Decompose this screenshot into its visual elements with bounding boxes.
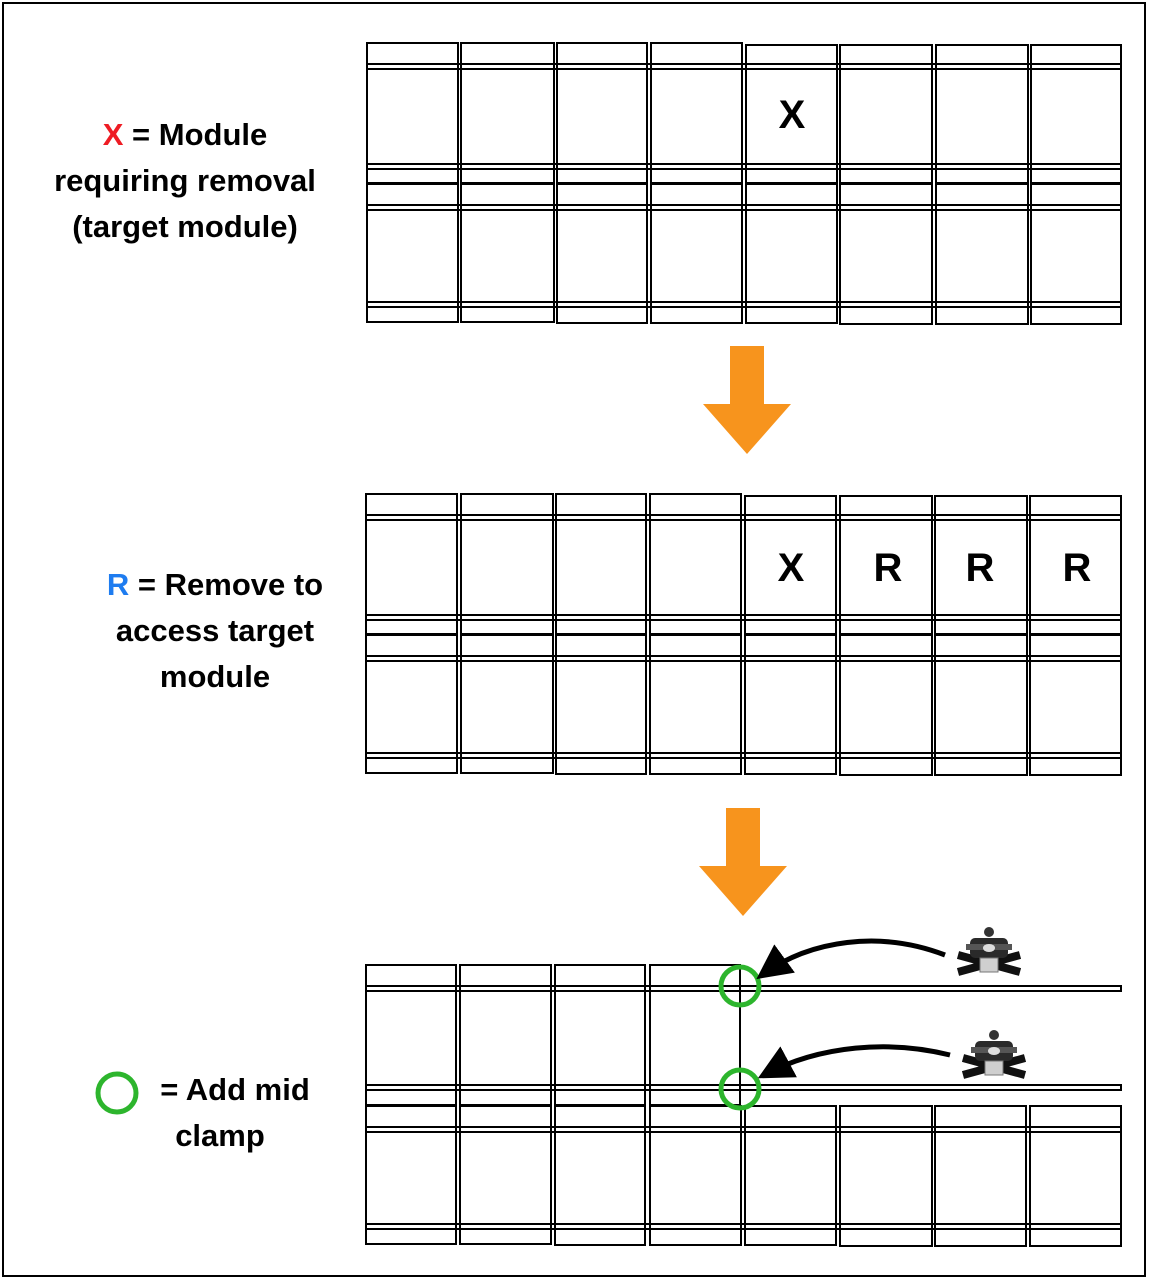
mid-clamp-icon xyxy=(961,1030,1027,1079)
target-module-mark: X xyxy=(779,93,806,137)
legend-target-module: X = Module requiring removal (target mod… xyxy=(54,117,316,244)
down-arrow-icon xyxy=(699,808,787,916)
target-module-mark: X xyxy=(778,546,805,590)
remove-module-mark: R xyxy=(1063,546,1092,590)
rail-top xyxy=(739,985,1122,992)
mid-clamp-icon xyxy=(956,927,1022,976)
remove-module-mark: R xyxy=(966,546,995,590)
module-row-bottom xyxy=(365,634,1122,776)
legend-x-symbol: X xyxy=(102,117,124,152)
rail-bottom xyxy=(739,1084,1122,1091)
mid-clamp-position-top xyxy=(718,964,762,1008)
legend-r-symbol: R xyxy=(106,567,130,602)
panel-initial-array xyxy=(366,42,1122,325)
mid-clamp-position-bottom xyxy=(718,1067,762,1111)
legend-add-mid-clamp: = Add mid clamp xyxy=(160,1072,310,1153)
green-circle-icon xyxy=(95,1071,139,1115)
curved-arrow-icon xyxy=(757,1044,951,1079)
remove-module-mark: R xyxy=(874,546,903,590)
module-row-top xyxy=(365,493,1122,635)
curved-arrow-icon xyxy=(756,938,946,980)
down-arrow-icon xyxy=(703,346,791,454)
panel-remove-modules xyxy=(365,493,1122,776)
module-row-top xyxy=(366,42,1122,184)
module-row-bottom xyxy=(366,183,1122,325)
legend-remove-modules: R = Remove to access target module xyxy=(106,567,324,694)
module-row-bottom xyxy=(365,1105,1122,1247)
module-row-top-remaining xyxy=(365,964,741,1106)
panel-add-mid-clamps xyxy=(365,964,1122,1247)
